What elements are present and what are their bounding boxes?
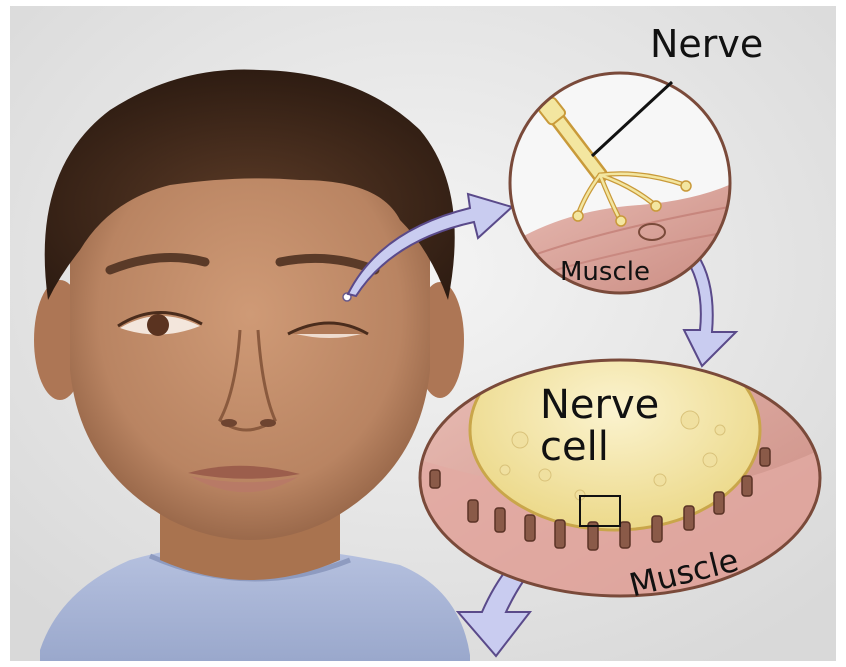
- left-iris: [147, 314, 169, 336]
- muscle-label-top: Muscle: [560, 257, 650, 287]
- nerve-label: Nerve: [650, 22, 763, 66]
- nerve-cell-label-line2: cell: [540, 424, 609, 470]
- nerve-cell-label-line1: Nerve: [540, 382, 659, 428]
